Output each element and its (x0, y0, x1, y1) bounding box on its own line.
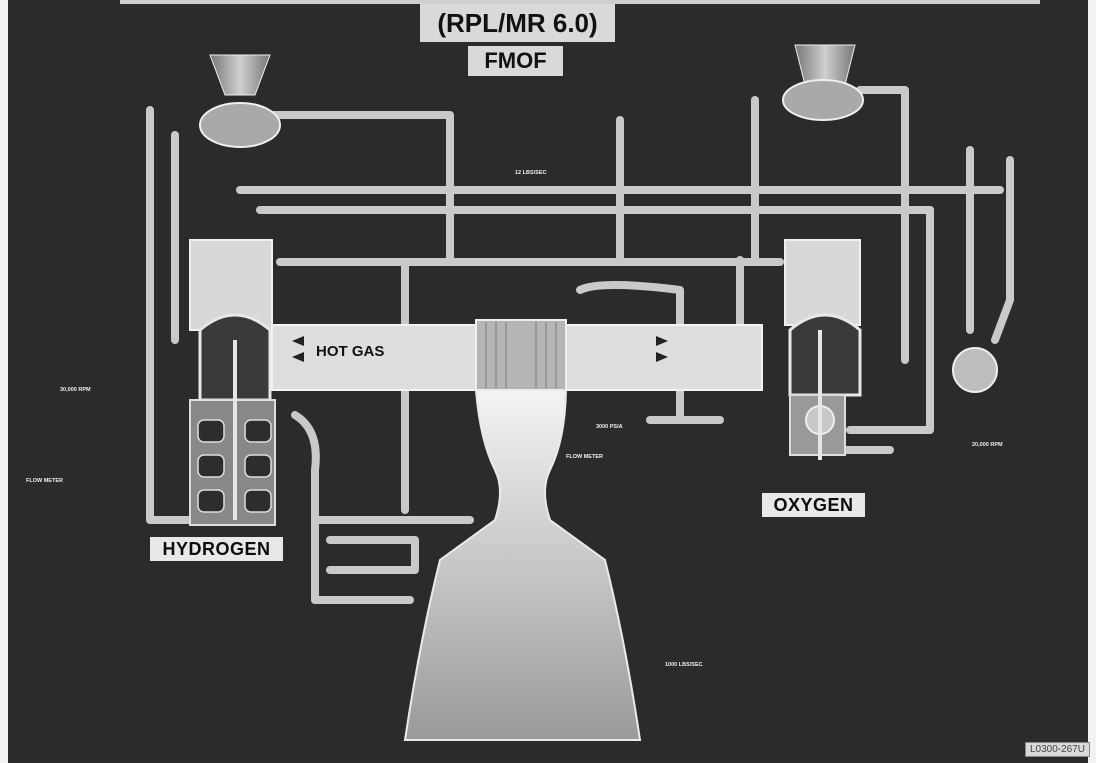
title-line2: FMOF (468, 46, 563, 76)
hydrogen-label: HYDROGEN (150, 537, 283, 561)
hydrogen-turbopump (190, 240, 275, 525)
nozzle-flow-label: 1000 LBS/SEC (665, 662, 703, 669)
title-line1: (RPL/MR 6.0) (420, 4, 615, 42)
hydrogen-rpm-label: 30,000 RPM (60, 387, 91, 394)
chamber-pressure-label: 3000 PSIA (596, 424, 623, 431)
oxygen-label: OXYGEN (762, 493, 865, 517)
left-flow-meter-label: FLOW METER (26, 478, 63, 485)
right-flow-meter-label: FLOW METER (566, 454, 603, 461)
document-stamp: L0300-267U (1025, 742, 1090, 757)
crossover-flow-label: 12 LBS/SEC (515, 170, 546, 177)
oxidizer-sphere (953, 348, 997, 392)
oxygen-rpm-label: 20,000 RPM (972, 442, 1003, 449)
hot-gas-label: HOT GAS (316, 343, 384, 360)
